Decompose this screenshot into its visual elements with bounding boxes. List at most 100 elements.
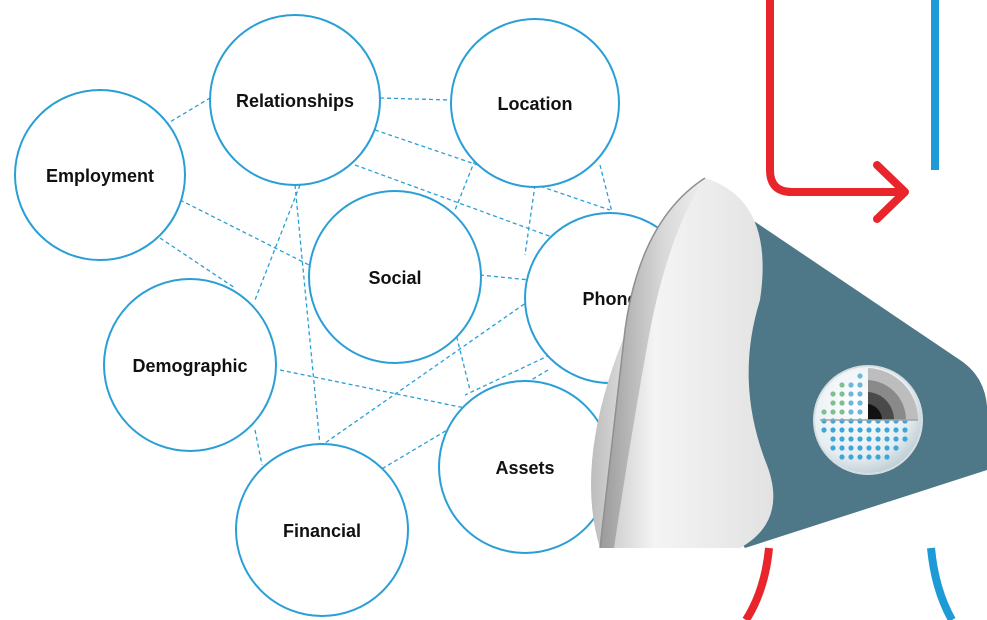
sphere-dot <box>866 427 872 433</box>
node-assets: Assets <box>438 380 612 554</box>
blue-flow-line-bottom <box>927 547 956 620</box>
connector-line <box>164 94 216 126</box>
funnel-lip <box>591 178 774 548</box>
sphere-dot <box>857 454 863 460</box>
sphere-dot <box>875 445 881 451</box>
node-location: Location <box>450 18 620 188</box>
node-label-assets: Assets <box>495 458 554 478</box>
connector-line <box>524 184 536 256</box>
sphere-dot <box>830 391 836 397</box>
connector-line <box>254 429 263 466</box>
sphere-dot <box>857 373 863 379</box>
flow-arrows <box>742 0 956 620</box>
sphere-dot <box>830 427 836 433</box>
sphere-dot <box>830 445 836 451</box>
sphere-dot <box>830 436 836 442</box>
sphere-dot <box>866 436 872 442</box>
sphere-dot <box>875 427 881 433</box>
sphere-dot <box>902 427 908 433</box>
connector-line <box>374 129 611 211</box>
connector-line <box>179 199 316 269</box>
sphere-dot <box>848 409 854 415</box>
sphere-dot <box>857 391 863 397</box>
sphere-dot <box>821 409 827 415</box>
red-flow-arrow <box>766 0 905 196</box>
node-label-relationships: Relationships <box>236 91 354 111</box>
sphere-dot <box>893 427 899 433</box>
node-demographic: Demographic <box>103 278 277 452</box>
node-label-social: Social <box>368 268 421 288</box>
node-layer: Relationships Location Employment Social… <box>14 14 696 617</box>
connector-line <box>479 274 531 281</box>
red-flow-line-bottom <box>742 547 773 620</box>
sphere-dot <box>875 436 881 442</box>
sphere-dot <box>893 445 899 451</box>
sphere-dot <box>830 418 836 424</box>
layered-sphere-icon <box>813 365 923 475</box>
sphere-dot <box>857 400 863 406</box>
sphere-dot <box>848 382 854 388</box>
sphere-dot <box>893 436 899 442</box>
node-relationships: Relationships <box>209 14 381 186</box>
connector-line <box>254 184 301 301</box>
node-social: Social <box>308 190 482 364</box>
sphere-dot <box>848 391 854 397</box>
sphere-dot <box>857 427 863 433</box>
sphere-dot <box>857 382 863 388</box>
sphere-dot <box>884 436 890 442</box>
connector-line <box>599 164 613 213</box>
sphere-dot <box>884 454 890 460</box>
sphere-dot <box>821 427 827 433</box>
connector-line <box>279 369 466 409</box>
sphere-dot <box>839 409 845 415</box>
sphere-dot <box>830 400 836 406</box>
sphere-dot <box>875 454 881 460</box>
connector-line <box>454 159 476 211</box>
connector-line <box>314 299 531 451</box>
node-financial: Financial <box>235 443 409 617</box>
node-employment: Employment <box>14 89 186 261</box>
sphere-dot <box>830 409 836 415</box>
sphere-dot <box>839 436 845 442</box>
connector-line <box>354 164 561 241</box>
node-label-location: Location <box>498 94 573 114</box>
sphere-dot <box>884 445 890 451</box>
sphere-dot <box>848 436 854 442</box>
node-label-demographic: Demographic <box>132 356 247 376</box>
sphere-dot <box>857 445 863 451</box>
sphere-dot <box>848 400 854 406</box>
sphere-dot <box>839 391 845 397</box>
sphere-dot <box>866 454 872 460</box>
sphere-dot <box>884 427 890 433</box>
connector-line <box>454 329 471 391</box>
sphere-dot <box>857 409 863 415</box>
data-funnel <box>591 177 987 549</box>
sphere-dot <box>848 418 854 424</box>
funnel-inner-rim <box>600 178 705 548</box>
node-label-financial: Financial <box>283 521 361 541</box>
sphere-dot <box>839 445 845 451</box>
funnel-rim-edge <box>599 177 706 549</box>
connector-line <box>379 369 549 471</box>
sphere-dot <box>857 436 863 442</box>
sphere-dot <box>839 400 845 406</box>
connector-line <box>294 184 321 446</box>
connector-line <box>379 97 451 101</box>
connector-lines <box>159 94 613 471</box>
sphere-dot <box>866 445 872 451</box>
sphere-dot <box>839 382 845 388</box>
sphere-dot <box>902 436 908 442</box>
red-arrow-head <box>873 161 909 223</box>
sphere-dot <box>848 454 854 460</box>
connector-line <box>159 237 236 289</box>
sphere-dot <box>857 418 863 424</box>
sphere-dot <box>848 427 854 433</box>
node-label-employment: Employment <box>46 166 154 186</box>
connector-line <box>464 354 551 396</box>
sphere-dot <box>821 418 827 424</box>
sphere-dot <box>839 418 845 424</box>
sphere-dot <box>848 445 854 451</box>
sphere-dot <box>839 427 845 433</box>
sphere-dot <box>839 454 845 460</box>
